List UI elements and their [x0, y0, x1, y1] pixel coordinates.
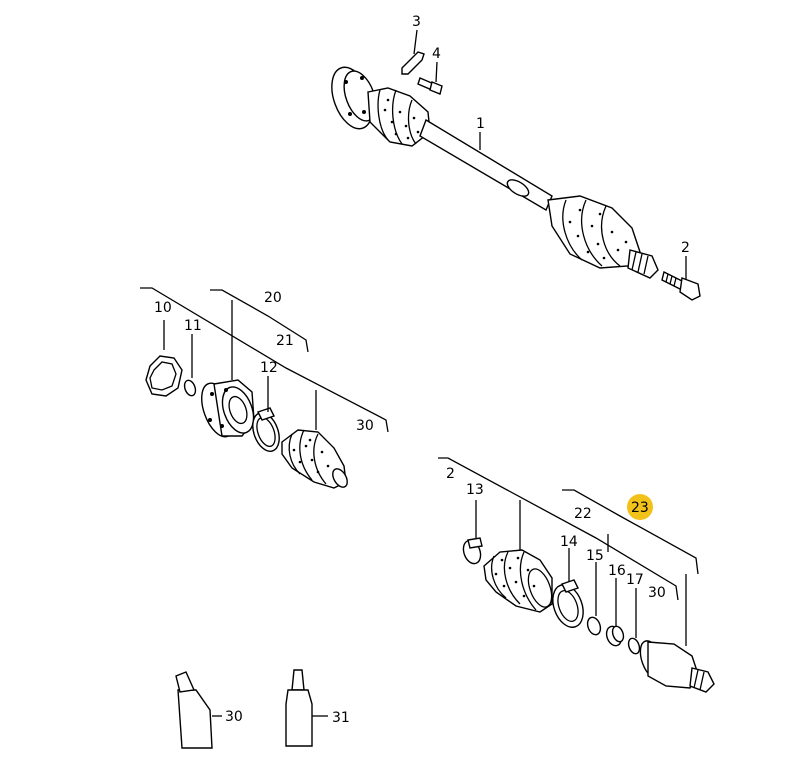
sealant-bottle — [285, 669, 328, 747]
boot-part — [281, 429, 348, 489]
outer-boot-part — [483, 549, 553, 613]
clamp-part-12 — [252, 407, 280, 452]
outer-cv-joint — [639, 640, 715, 693]
callout-13: 13 — [466, 482, 484, 498]
callout-2-right: 2 — [446, 466, 455, 482]
callout-10: 10 — [154, 300, 172, 316]
callout-1: 1 — [476, 116, 485, 132]
circlip-part-11 — [183, 379, 197, 397]
callout-11: 11 — [184, 318, 202, 334]
thrust-ring-part-16 — [605, 625, 625, 647]
callout-3: 3 — [412, 14, 421, 30]
clamp-part-13 — [462, 537, 483, 565]
callout-23-highlight — [627, 494, 653, 520]
lock-plate-part — [401, 51, 425, 75]
inner-joint-kit — [140, 287, 389, 489]
joint-housing — [201, 379, 255, 438]
callout-30-bottom: 30 — [225, 709, 243, 725]
clamp-part-14 — [552, 579, 584, 628]
callout-15: 15 — [586, 548, 604, 564]
callout-30-right: 30 — [648, 585, 666, 601]
bolt-part-4 — [417, 77, 443, 95]
washer-part-15 — [586, 616, 602, 636]
callout-12: 12 — [260, 360, 278, 376]
bolt-part-2 — [661, 270, 701, 301]
callout-20: 20 — [264, 290, 282, 306]
callout-14: 14 — [560, 534, 578, 550]
callout-labels: 1 2 3 4 10 11 12 20 21 30 2 13 14 15 16 … — [154, 14, 690, 726]
callout-4: 4 — [432, 46, 441, 62]
callout-22: 22 — [574, 506, 592, 522]
circlip-part-17 — [627, 637, 641, 655]
callout-30-mid: 30 — [356, 418, 374, 434]
outer-joint-kit — [438, 457, 715, 693]
drive-shaft-assembly — [331, 66, 659, 279]
callout-17: 17 — [626, 572, 644, 588]
callout-31: 31 — [332, 710, 350, 726]
callout-16: 16 — [608, 563, 626, 579]
callout-21: 21 — [276, 333, 294, 349]
callout-2-top: 2 — [681, 240, 690, 256]
callout-23: 23 — [631, 500, 649, 516]
grease-tube — [175, 671, 222, 749]
